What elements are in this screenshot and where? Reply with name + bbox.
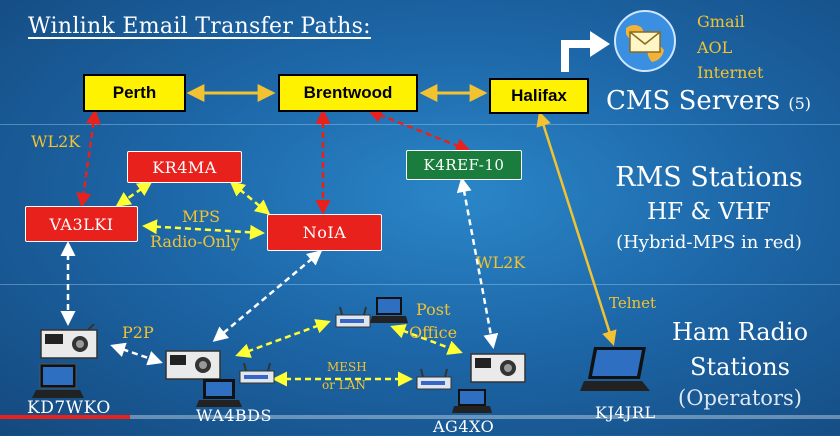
link-postoffice-ag4xo xyxy=(390,324,463,355)
label-p2p: P2P xyxy=(122,323,154,342)
ag4xo-router-icon xyxy=(415,367,455,397)
operator-kj4jrl: KJ4JRL xyxy=(595,403,656,422)
cms-node-perth[interactable]: Perth xyxy=(83,74,186,112)
ag4xo-laptop-icon xyxy=(452,388,492,418)
globe-email-icon xyxy=(612,8,678,78)
ag4xo-radio-icon xyxy=(470,350,528,390)
wa4bds-radio-icon xyxy=(165,347,223,387)
operator-ag4xo: AG4XO xyxy=(433,417,495,436)
label-radio-only: Radio-Only xyxy=(150,232,240,251)
kd7wko-laptop-icon xyxy=(32,362,84,404)
label-wl2k-right: WL2K xyxy=(476,253,526,272)
tier-rms-sub1: HF & VHF xyxy=(647,199,771,225)
tier-rms-sub2: (Hybrid-MPS in red) xyxy=(616,232,802,253)
cms-node-brentwood[interactable]: Brentwood xyxy=(278,74,418,112)
tier-cms-name: CMS Servers xyxy=(606,86,781,116)
rms-node-k4ref-10[interactable]: K4REF-10 xyxy=(406,150,522,180)
rms-node-va3lki[interactable]: VA3LKI xyxy=(25,206,138,242)
link-wa4bds-postoffice xyxy=(235,319,331,358)
internet-gmail: Gmail xyxy=(697,12,745,31)
rms-node-kr4ma[interactable]: KR4MA xyxy=(127,151,242,183)
tier-cms-title: CMS Servers (5) xyxy=(606,86,811,116)
link-kd7wko-wa4bds xyxy=(110,342,163,366)
tier-ham-sub: (Operators) xyxy=(678,386,802,410)
cms-node-halifax[interactable]: Halifax xyxy=(489,78,589,114)
label-telnet: Telnet xyxy=(609,294,657,312)
internet-aol: AOL xyxy=(697,38,733,57)
internet-internet: Internet xyxy=(697,63,764,82)
postoffice-router-icon xyxy=(334,305,374,335)
kd7wko-radio-icon xyxy=(40,323,100,366)
link-perth-va3lki xyxy=(76,109,101,208)
link-brentwood-k4ref xyxy=(367,108,471,153)
arrow-to-internet-icon xyxy=(590,31,610,57)
wa4bds-laptop-icon xyxy=(196,378,242,412)
label-wl2k-left: WL2K xyxy=(31,132,81,151)
video-progress-fill xyxy=(0,415,131,419)
operator-kd7wko: KD7WKO xyxy=(27,398,111,418)
postoffice-laptop-icon xyxy=(370,296,408,328)
link-halifax-internet xyxy=(561,40,593,72)
rms-node-noia[interactable]: NoIA xyxy=(267,214,382,251)
link-halifax-kj4jrl xyxy=(536,111,617,346)
tier-ham-title1: Ham Radio xyxy=(671,318,809,346)
link-noia-wa4bds xyxy=(212,250,323,342)
label-mps: MPS xyxy=(182,207,221,226)
label-mesh: MESH xyxy=(327,360,367,374)
link-kr4ma-noia xyxy=(229,181,271,215)
ham-tier-divider xyxy=(0,284,840,285)
link-kr4ma-va3lki xyxy=(115,181,153,207)
label-or-lan: or LAN xyxy=(322,378,366,392)
label-office: Office xyxy=(409,323,458,342)
link-k4ref-ag4xo xyxy=(456,177,499,349)
wa4bds-router-icon xyxy=(238,361,278,391)
tier-rms-title: RMS Stations xyxy=(615,162,803,193)
label-post: Post xyxy=(416,300,451,319)
operator-wa4bds: WA4BDS xyxy=(196,406,272,425)
tier-ham-title2: Stations xyxy=(690,353,790,381)
tier-cms-count: (5) xyxy=(788,94,812,113)
kj4jrl-laptop-icon xyxy=(580,345,654,399)
page-title: Winlink Email Transfer Paths: xyxy=(28,14,371,39)
video-progress-track[interactable] xyxy=(0,415,840,419)
